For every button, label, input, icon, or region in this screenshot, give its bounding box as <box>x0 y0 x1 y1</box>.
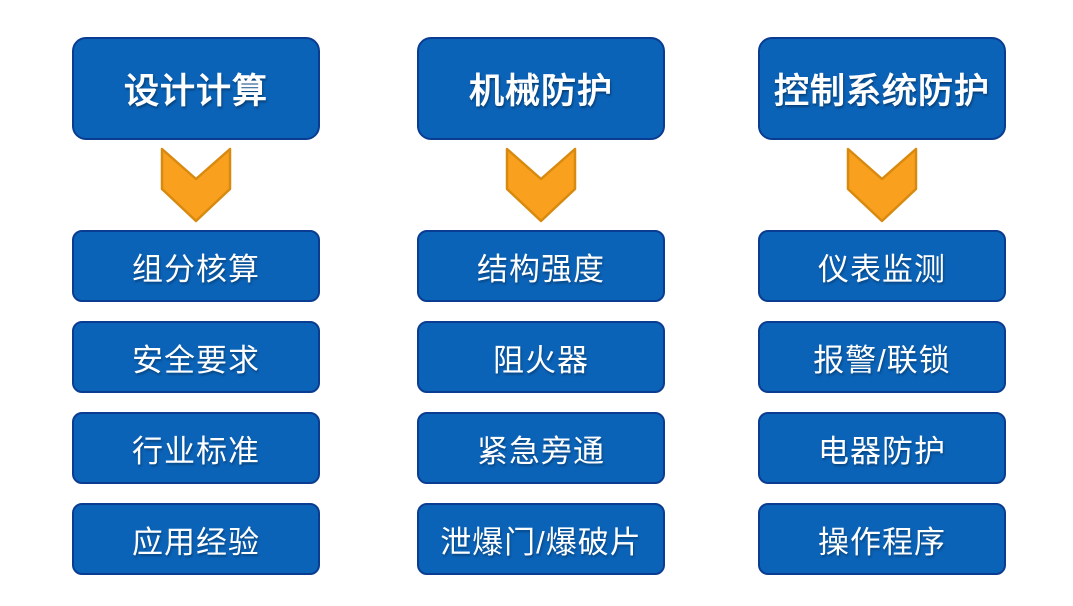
item-label: 组分核算 <box>132 251 260 287</box>
item-label: 仪表监测 <box>818 251 946 287</box>
header-box-control-system-protection: 控制系统防护 <box>758 37 1006 140</box>
item-label: 操作程序 <box>818 524 946 560</box>
chevron-down-arrow-icon <box>160 147 232 223</box>
item-label: 报警/联锁 <box>813 342 951 378</box>
header-label: 机械防护 <box>468 72 613 111</box>
item-label: 安全要求 <box>132 342 260 378</box>
header-box-design-calculation: 设计计算 <box>72 37 320 140</box>
item-label: 电器防护 <box>818 433 946 469</box>
column-control-system-protection: 控制系统防护 仪表监测 报警/联锁 电器防护 操作程序 <box>758 37 1006 575</box>
item-box: 电器防护 <box>758 412 1006 484</box>
item-label: 紧急旁通 <box>477 433 605 469</box>
item-label: 泄爆门/爆破片 <box>440 524 642 560</box>
item-box: 阻火器 <box>417 321 665 393</box>
column-mechanical-protection: 机械防护 结构强度 阻火器 紧急旁通 泄爆门/爆破片 <box>417 37 665 575</box>
header-label: 设计计算 <box>123 72 268 111</box>
header-box-mechanical-protection: 机械防护 <box>417 37 665 140</box>
item-label: 阻火器 <box>493 342 589 378</box>
header-label: 控制系统防护 <box>773 72 990 111</box>
item-box: 行业标准 <box>72 412 320 484</box>
item-box: 紧急旁通 <box>417 412 665 484</box>
item-label: 行业标准 <box>132 433 260 469</box>
chevron-down-arrow-icon <box>846 147 918 223</box>
item-label: 应用经验 <box>132 524 260 560</box>
item-box: 报警/联锁 <box>758 321 1006 393</box>
item-box: 泄爆门/爆破片 <box>417 503 665 575</box>
item-label: 结构强度 <box>477 251 605 287</box>
item-box: 安全要求 <box>72 321 320 393</box>
item-box: 结构强度 <box>417 230 665 302</box>
item-box: 应用经验 <box>72 503 320 575</box>
arrow-wrap <box>846 140 918 230</box>
item-box: 操作程序 <box>758 503 1006 575</box>
column-design-calculation: 设计计算 组分核算 安全要求 行业标准 应用经验 <box>72 37 320 575</box>
item-box: 仪表监测 <box>758 230 1006 302</box>
arrow-wrap <box>505 140 577 230</box>
arrow-wrap <box>160 140 232 230</box>
chevron-down-arrow-icon <box>505 147 577 223</box>
item-box: 组分核算 <box>72 230 320 302</box>
